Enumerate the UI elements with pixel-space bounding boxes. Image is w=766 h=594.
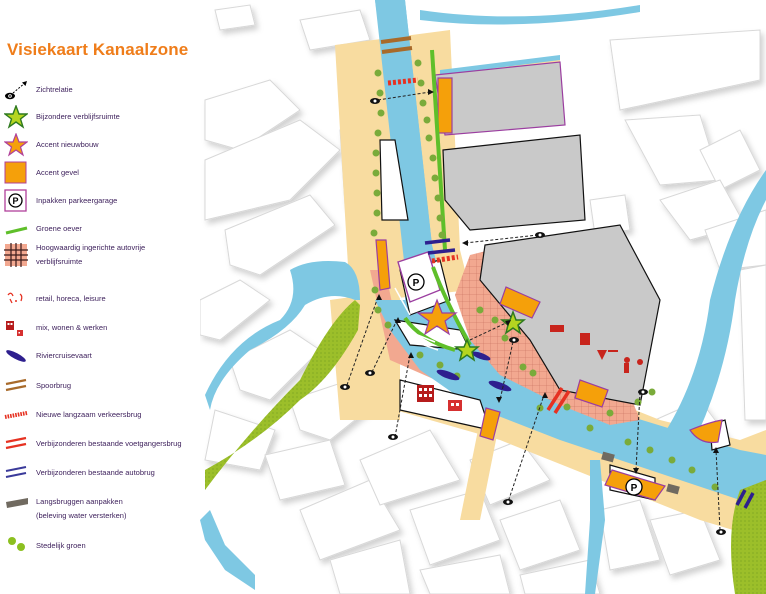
urban-green-icon [8,537,25,551]
legend-label: Riviercruisevaart [36,351,92,360]
cruise-boats [436,351,512,392]
svg-text:P: P [12,196,18,206]
sightlines [346,91,721,531]
legend-label: Hoogwaardig ingerichte autovrije [36,243,146,252]
legend-item-nieuwe-brug: Nieuwe langzaam verkeersbrug [0,403,200,433]
orange-star-icon [4,133,28,157]
eye-arrow-icon [5,81,27,100]
legend-label-line2: verblijfsruimte [36,257,83,266]
legend-item-accent-nieuwbouw: Accent nieuwbouw [0,133,200,163]
legend-item-riviercruisevaart: Riviercruisevaart [0,344,200,374]
legend-item-accent-gevel: Accent gevel [0,161,200,191]
cruise-icon [6,350,26,362]
car-bridge-icon [5,466,27,478]
legend-item-zichtrelatie: Zichtrelatie [0,78,200,108]
map-title: Visiekaart Kanaalzone [7,40,189,59]
legend-item-stedelijk-groen: Stedelijk groen [0,534,200,564]
green-star-icon [4,105,28,129]
nieuwe-brug-center [431,254,459,264]
housing-icon [6,321,23,336]
legend-label: Verbijzonderen bestaande voetgangersbrug [36,439,182,448]
svg-text:P: P [631,483,638,494]
accent-nieuwbouw-star [416,298,458,336]
legend-item-autovrije-verblijfsruimte: Hoogwaardig ingerichte autovrije verblij… [0,243,200,273]
grid-icon [4,243,28,267]
svg-text:P: P [413,278,420,289]
legend-label-line2: (beleving water versterken) [36,511,127,520]
pedestrian-bridge-icon [5,436,27,450]
legend-label: Bijzondere verblijfsruimte [36,112,120,121]
legend-label: Stedelijk groen [36,541,86,550]
legend-label: Inpakken parkeergarage [36,196,118,205]
voetgangersbrug [546,387,571,414]
rail-bridge-icon [5,378,27,392]
legend-label: Zichtrelatie [36,85,73,94]
longitudinal-bridge-icon [6,498,28,508]
parking-marker-south: P [625,478,643,496]
legend-label: Accent gevel [36,168,79,177]
legend-item-autobrug: Verbijzonderen bestaande autobrug [0,461,200,491]
legend-item-retail: retail, horeca, leisure [0,287,200,317]
map-canvas: P P [200,0,766,594]
legend-item-mix-wonen-werken: mix, wonen & werken [0,316,200,346]
legend-label: Nieuwe langzaam verkeersbrug [36,410,142,419]
legend-item-spoorbrug: Spoorbrug [0,374,200,404]
legend-item-groene-oever: Groene oever [0,220,200,250]
sightline-arrowheads [376,89,719,474]
legend-item-langsbruggen: Langsbruggen aanpakken (beleving water v… [0,494,200,524]
canal-water [200,0,766,594]
legend-label: Verbijzonderen bestaande autobrug [36,468,155,477]
legend-label: Groene oever [36,224,82,233]
parks [205,300,766,594]
parking-marker-center: P [407,273,425,291]
retail-icons [550,325,643,373]
new-bridge-icon [4,411,28,419]
langsbruggen [601,451,680,495]
parking-icon: P [4,189,27,212]
retail-icon [7,292,23,304]
legend-label: Accent nieuwbouw [36,140,99,149]
map[interactable]: P P [200,0,766,594]
legend: Visiekaart Kanaalzone Zichtrelatie Bijzo… [0,0,200,594]
housing-icons [417,385,462,411]
legend-item-bijzondere-verblijfsruimte: Bijzondere verblijfsruimte [0,105,200,135]
bijzondere-verblijfsruimte-star-2 [499,309,527,335]
orange-square-icon [4,161,27,184]
eye-icons [340,98,726,535]
legend-item-inpakken-parkeergarage: P Inpakken parkeergarage [0,189,200,219]
pier-lines [394,287,439,351]
legend-label: retail, horeca, leisure [36,294,106,303]
legend-label: Spoorbrug [36,381,72,390]
green-line-icon [5,226,28,235]
legend-label: mix, wonen & werken [36,323,108,332]
bijzondere-verblijfsruimte-star-1 [453,338,481,362]
spoorbrug [380,36,413,54]
trees [370,59,719,491]
legend-item-voetgangersbrug: Verbijzonderen bestaande voetgangersbrug [0,432,200,462]
nieuwe-brug-north [387,77,419,86]
legend-label: Langsbruggen aanpakken [36,497,123,506]
autobrug [424,238,755,509]
